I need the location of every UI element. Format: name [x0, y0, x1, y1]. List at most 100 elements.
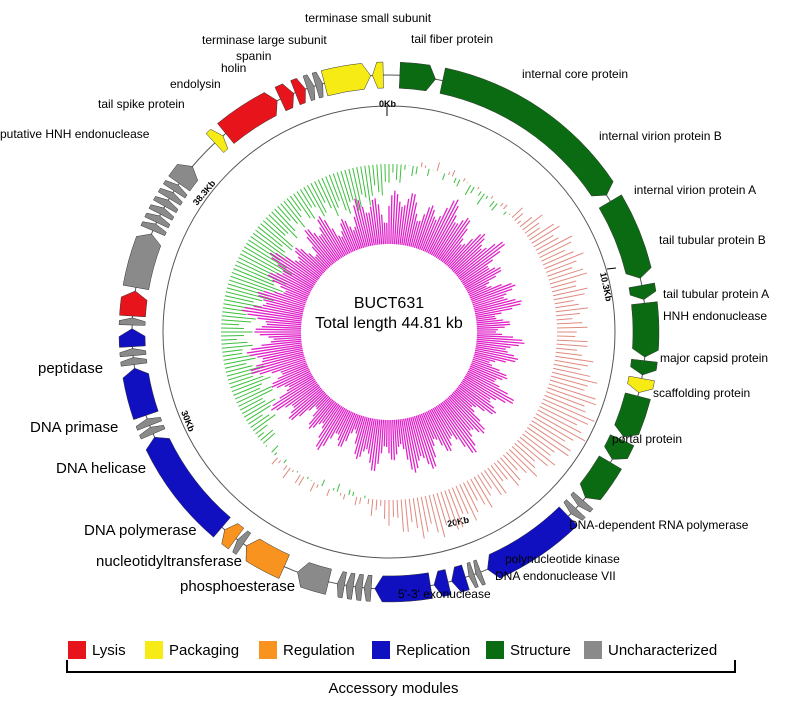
- gc-skew-bar: [547, 267, 573, 277]
- gc-content-bar: [367, 418, 375, 454]
- gene-arrow-replication: [374, 572, 433, 603]
- gc-content-bar: [383, 419, 386, 447]
- gc-content-bar: [468, 285, 487, 296]
- gc-content-bar: [359, 417, 370, 457]
- gc-skew-bar: [537, 409, 582, 434]
- gc-skew-bar: [444, 490, 459, 530]
- gc-content-bar: [476, 317, 497, 322]
- gc-content-bar: [463, 267, 496, 287]
- gc-skew-bar: [549, 379, 585, 391]
- gc-skew-bar: [554, 299, 574, 305]
- gc-skew-bar: [241, 249, 283, 274]
- gc-content-bar: [450, 394, 485, 430]
- gc-content-bar: [341, 236, 351, 254]
- gc-content-bar: [434, 406, 453, 437]
- gc-content-bar: [397, 419, 402, 445]
- gc-content-bar: [420, 216, 436, 251]
- gc-skew-bar: [226, 287, 274, 302]
- gc-content-bar: [314, 256, 328, 270]
- gc-skew-bar: [332, 487, 335, 491]
- gc-skew-bar: [477, 474, 492, 496]
- gc-skew-bar: [294, 474, 301, 484]
- gc-skew-bar: [230, 375, 264, 389]
- gc-skew-bar: [257, 226, 283, 247]
- gc-skew-bar: [553, 293, 585, 301]
- gc-content-bar: [385, 419, 388, 447]
- gc-content-bar: [415, 207, 431, 249]
- gc-skew-bar: [271, 211, 298, 239]
- gc-content-bar: [410, 220, 419, 247]
- gc-content-bar: [321, 403, 340, 429]
- gc-skew-bar: [517, 220, 521, 225]
- gc-content-bar: [435, 223, 459, 259]
- gc-skew-bar: [283, 465, 288, 471]
- gc-skew-bar: [400, 499, 405, 532]
- gc-skew-bar: [328, 174, 340, 202]
- gc-skew-bar: [277, 205, 291, 222]
- gc-content-bar: [417, 205, 434, 250]
- gc-content-bar: [259, 333, 302, 336]
- gc-content-bar: [470, 363, 508, 380]
- gc-content-bar: [458, 243, 505, 280]
- gene-label: internal virion protein B: [599, 129, 722, 143]
- gc-skew-bar: [348, 168, 360, 211]
- gc-skew-bar: [544, 394, 586, 413]
- gene-arrow-uncharacterized: [363, 574, 373, 602]
- gc-skew-bar: [342, 493, 346, 500]
- gc-skew-bar: [314, 181, 326, 203]
- gc-skew-bar: [451, 169, 456, 177]
- genome-length: Total length 44.81 kb: [315, 315, 463, 332]
- gc-skew-bar: [233, 383, 263, 396]
- gene-label: HNH endonuclease: [663, 309, 767, 323]
- gc-skew-bar: [453, 177, 457, 184]
- gc-content-bar: [465, 269, 502, 291]
- gc-skew-bar: [508, 448, 538, 477]
- gc-skew-bar: [420, 496, 429, 532]
- gene-arrow-replication: [487, 506, 578, 579]
- gc-content-bar: [475, 344, 506, 350]
- legend-item-uncharacterized: Uncharacterized: [584, 640, 717, 660]
- gc-skew-bar: [225, 365, 253, 373]
- gc-content-bar: [468, 368, 495, 383]
- gc-content-bar: [446, 398, 474, 430]
- gc-skew-bar: [352, 167, 362, 208]
- gc-skew-bar: [240, 397, 263, 411]
- gc-content-bar: [390, 195, 393, 245]
- legend-item-replication: Replication: [372, 640, 470, 660]
- gene-arrow-replication: [145, 436, 231, 538]
- gc-skew-bar: [271, 445, 279, 453]
- gc-skew-bar: [252, 414, 276, 432]
- gc-content-bar: [369, 418, 377, 463]
- gc-content-bar: [377, 204, 383, 245]
- gene-arrow-uncharacterized: [153, 196, 179, 214]
- gene-arrow-uncharacterized: [232, 530, 252, 555]
- circular-genome-map: 0Kb 10.3Kb 20Kb 30Kb 38.3Kb BUCT631 Tota…: [0, 11, 769, 603]
- gc-content-bar: [313, 232, 337, 263]
- gene-arrow-structure: [598, 194, 652, 279]
- gc-content-bar: [275, 252, 318, 283]
- gc-skew-bar: [484, 469, 502, 496]
- gc-content-bar: [432, 407, 452, 440]
- gc-content-bar: [412, 220, 421, 248]
- gc-skew-bar: [309, 482, 315, 492]
- gc-skew-bar: [533, 416, 574, 441]
- legend-label: Lysis: [92, 641, 126, 659]
- gc-content-bar: [403, 193, 414, 246]
- gene-arrow-lysis: [290, 78, 306, 106]
- gc-content-bar: [291, 390, 325, 421]
- gc-content-bar: [455, 389, 477, 408]
- gc-skew-bar: [248, 239, 281, 261]
- gc-content-bar: [473, 298, 508, 309]
- gc-content-bar: [298, 391, 326, 417]
- gc-content-bar: [257, 317, 302, 324]
- gc-content-bar: [438, 403, 474, 453]
- gc-content-bar: [393, 194, 399, 245]
- gc-skew-bar: [356, 167, 363, 195]
- gc-skew-bar: [250, 414, 270, 428]
- gc-content-bar: [420, 413, 435, 447]
- gc-content-bar: [476, 335, 513, 338]
- gc-content-bar: [456, 243, 496, 277]
- gc-content-bar: [280, 362, 307, 373]
- legend-swatch: [68, 641, 86, 659]
- gc-skew-bar: [283, 200, 306, 228]
